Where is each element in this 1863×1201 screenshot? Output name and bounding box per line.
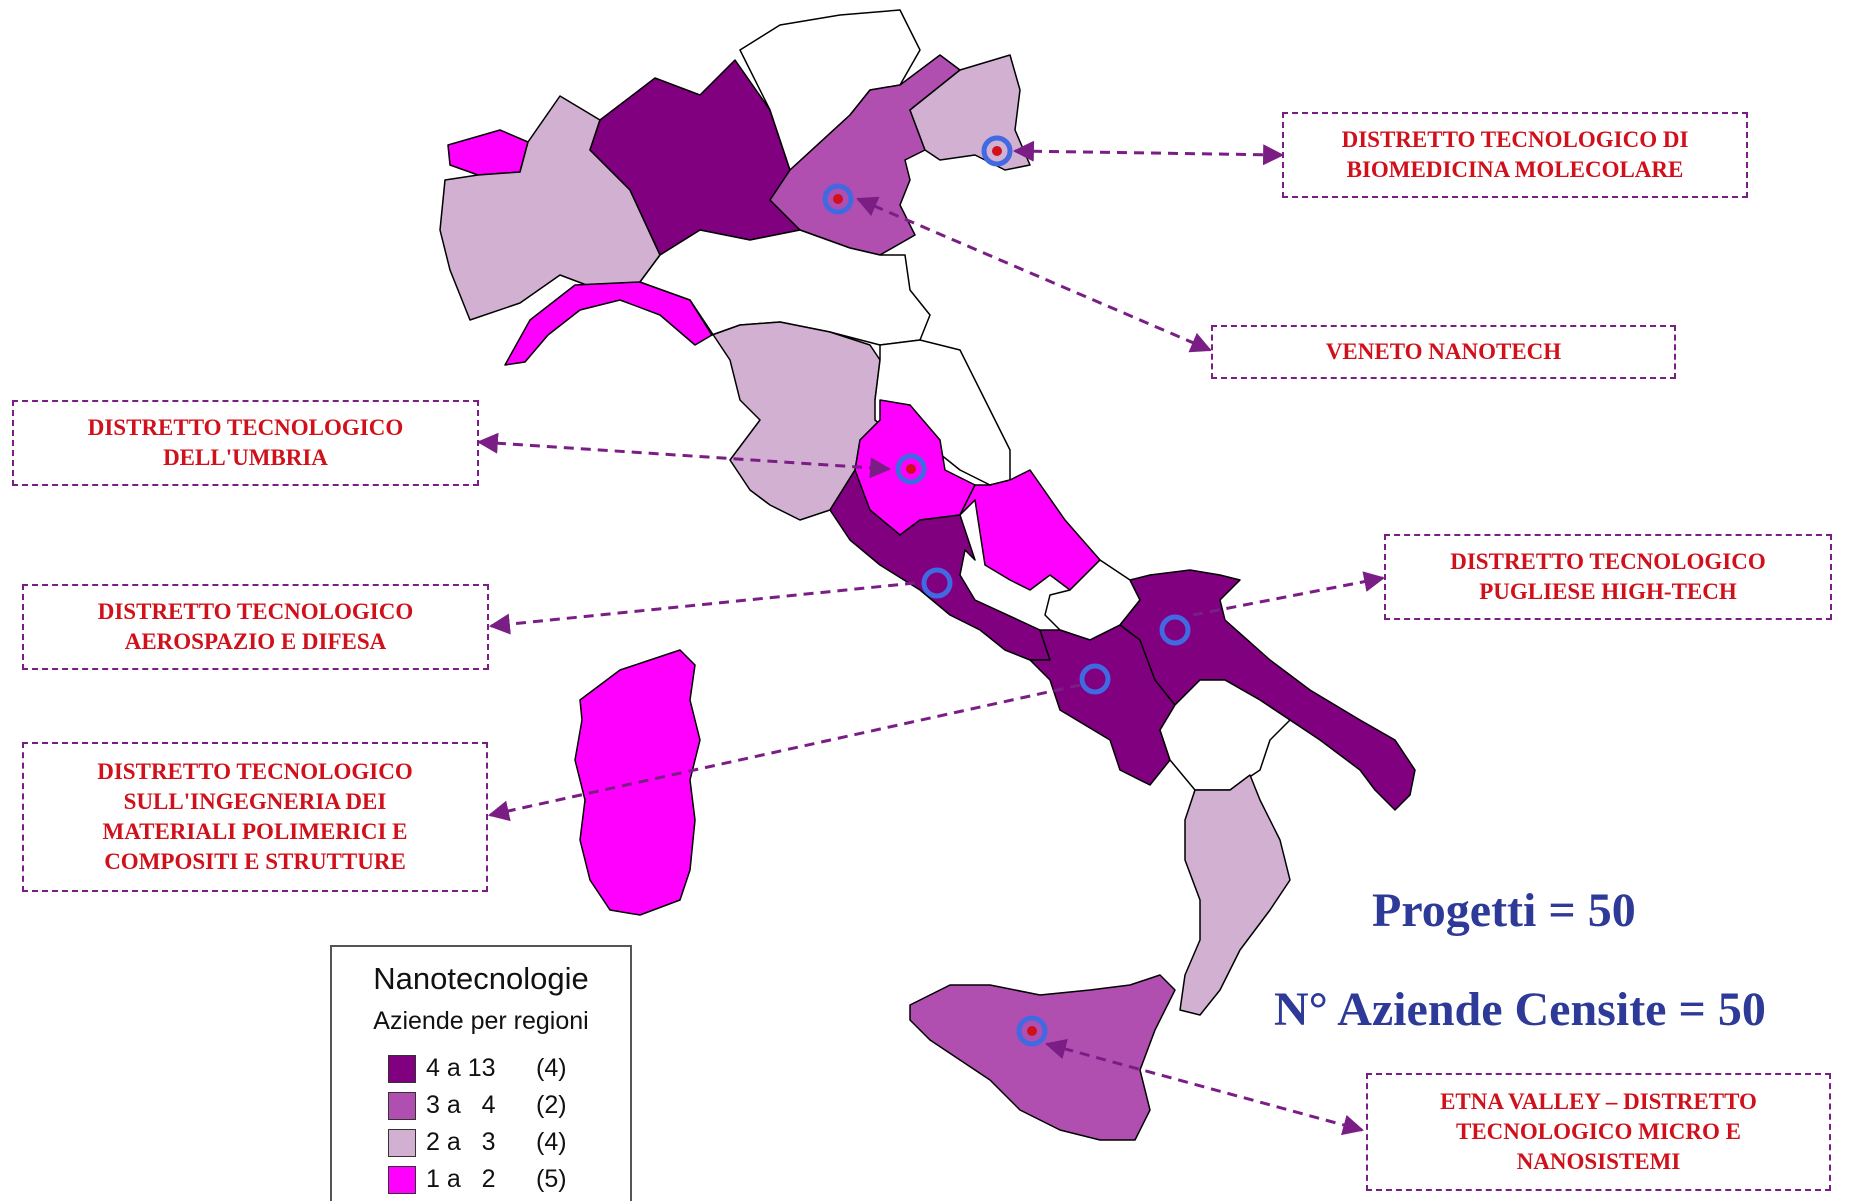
legend-entry: 1 a 2 (5) <box>388 1161 630 1198</box>
label-biomedicina: DISTRETTO TECNOLOGICO DI BIOMEDICINA MOLE… <box>1282 112 1748 198</box>
marker-biomedicina <box>981 135 1013 167</box>
legend-range: 2 a 3 <box>426 1128 496 1156</box>
marker-umbria <box>895 453 927 485</box>
label-aerospazio: DISTRETTO TECNOLOGICO AEROSPAZIO E DIFESA <box>22 584 489 670</box>
legend: Nanotecnologie Aziende per regioni 4 a 1… <box>330 945 632 1201</box>
legend-range: 3 a 4 <box>426 1091 496 1119</box>
label-line: DISTRETTO TECNOLOGICO <box>97 759 413 784</box>
legend-count: (4) <box>536 1128 567 1156</box>
marker-etna <box>1016 1015 1048 1047</box>
label-line: DISTRETTO TECNOLOGICO <box>1450 549 1766 574</box>
region-campania <box>1029 624 1176 786</box>
legend-range: 4 a 13 <box>426 1054 496 1082</box>
label-line: ETNA VALLEY – DISTRETTO <box>1440 1089 1757 1114</box>
label-line: BIOMEDICINA MOLECOLARE <box>1346 157 1684 182</box>
label-line: DELL'UMBRIA <box>163 445 328 470</box>
label-polimerici: DISTRETTO TECNOLOGICO SULL'INGEGNERIA DEI… <box>22 742 488 892</box>
label-line: VENETO NANOTECH <box>1325 339 1562 364</box>
legend-entry: 4 a 13 (4) <box>388 1050 630 1087</box>
label-line: COMPOSITI E STRUTTURE <box>104 849 406 874</box>
label-line: DISTRETTO TECNOLOGICO <box>87 415 404 440</box>
region-valle-daosta <box>447 129 529 176</box>
arrow-biomedicina <box>1012 140 1285 166</box>
region-liguria <box>504 281 713 366</box>
legend-entry: 2 a 3 (4) <box>388 1124 630 1161</box>
label-line: MATERIALI POLIMERICI E <box>102 819 408 844</box>
region-lazio <box>829 469 1051 661</box>
label-line: DISTRETTO TECNOLOGICO DI <box>1341 127 1689 152</box>
region-puglia <box>1119 569 1416 811</box>
label-line: SULL'INGEGNERIA DEI <box>123 789 387 814</box>
region-basilicata <box>1159 679 1291 791</box>
legend-entry: 3 a 4 (2) <box>388 1087 630 1124</box>
legend-swatch <box>388 1054 416 1083</box>
label-line: TECNOLOGICO MICRO E <box>1456 1119 1741 1144</box>
marker-puglia <box>1159 614 1191 646</box>
legend-title: Nanotecnologie <box>373 961 589 996</box>
region-sardegna <box>574 649 701 916</box>
region-abruzzo <box>959 469 1101 591</box>
legend-range: 1 a 2 <box>426 1165 496 1193</box>
label-umbria: DISTRETTO TECNOLOGICO DELL'UMBRIA <box>12 400 479 486</box>
legend-count: (4) <box>536 1054 567 1082</box>
marker-veneto <box>822 183 854 215</box>
arrow-umbria <box>476 432 892 479</box>
marker-aerospazio <box>921 567 953 599</box>
arrow-etna <box>1044 1038 1365 1136</box>
stat-progetti: Progetti = 50 <box>1372 884 1636 937</box>
legend-count: (5) <box>536 1165 567 1193</box>
label-veneto: VENETO NANOTECH <box>1211 325 1676 379</box>
region-calabria <box>1179 774 1291 1016</box>
legend-subtitle: Aziende per regioni <box>373 1007 589 1035</box>
arrow-puglia <box>1192 571 1386 617</box>
legend-swatch <box>388 1091 416 1120</box>
label-puglia: DISTRETTO TECNOLOGICO PUGLIESE HIGH-TECH <box>1384 534 1832 620</box>
legend-swatch <box>388 1165 416 1194</box>
label-etna: ETNA VALLEY – DISTRETTO TECNOLOGICO MICRO… <box>1366 1073 1831 1191</box>
arrow-aerospazio <box>488 581 916 635</box>
legend-count: (2) <box>536 1091 567 1119</box>
label-line: DISTRETTO TECNOLOGICO <box>97 599 414 624</box>
arrow-veneto <box>856 196 1212 353</box>
legend-swatch <box>388 1128 416 1157</box>
marker-polimerici <box>1079 663 1111 695</box>
label-line: PUGLIESE HIGH-TECH <box>1479 579 1737 604</box>
region-sicilia <box>909 974 1176 1141</box>
label-line: NANOSISTEMI <box>1516 1149 1681 1174</box>
stat-aziende: N° Aziende Censite = 50 <box>1274 983 1766 1036</box>
region-marche <box>874 339 1011 486</box>
label-line: AEROSPAZIO E DIFESA <box>124 629 387 654</box>
